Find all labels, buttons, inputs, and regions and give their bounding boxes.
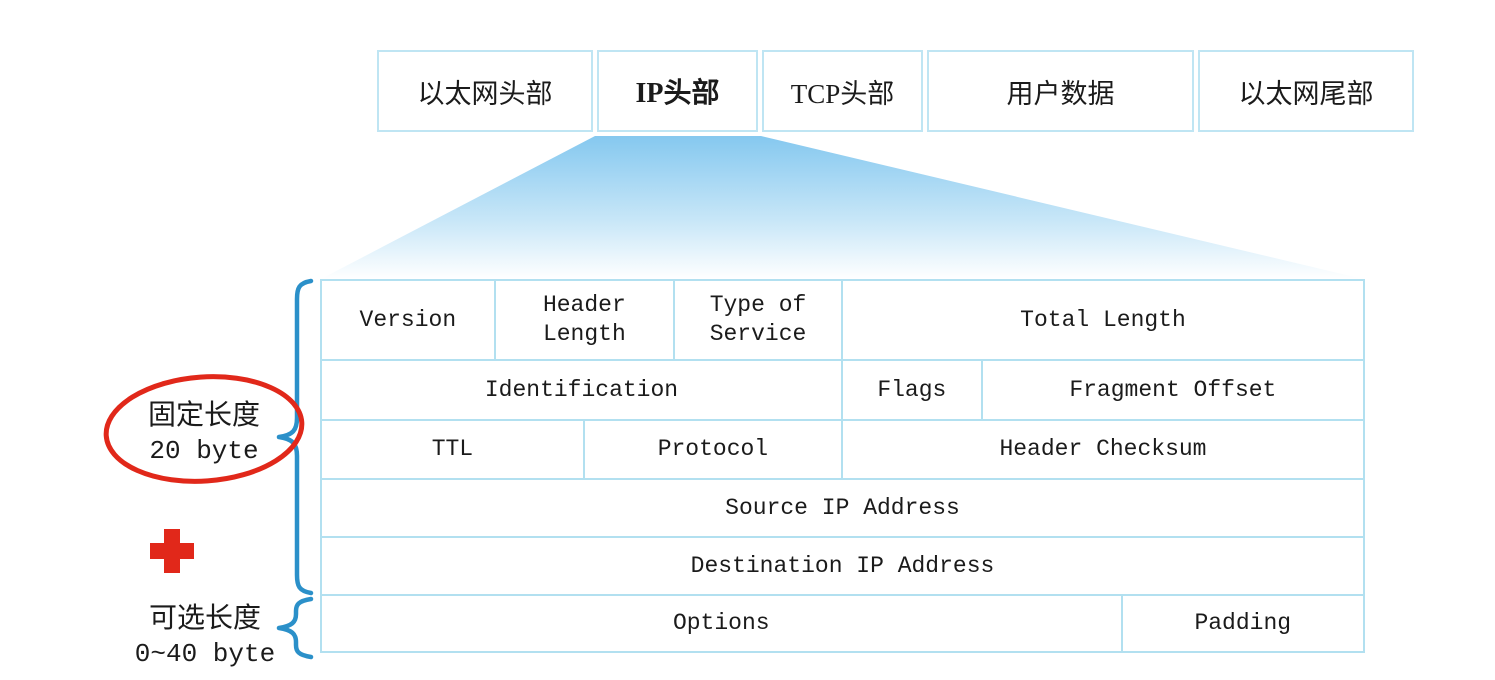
table-row: Identification Flags Fragment Offset bbox=[322, 361, 1365, 421]
field-source-ip-address: Source IP Address bbox=[322, 480, 1365, 538]
field-header-length: Header Length bbox=[495, 281, 676, 361]
fixed-length-value: 20 byte bbox=[149, 436, 259, 466]
table-row: Version Header Length Type of Service To… bbox=[322, 281, 1365, 361]
optional-length-label: 可选长度 bbox=[148, 603, 261, 634]
field-version: Version bbox=[322, 281, 496, 361]
frame-cell-ip-header: IP头部 bbox=[597, 50, 758, 132]
field-protocol: Protocol bbox=[584, 421, 843, 480]
zoom-funnel-shape bbox=[321, 136, 1363, 279]
frame-cell-tcp-header: TCP头部 bbox=[762, 50, 923, 132]
field-fragment-offset: Fragment Offset bbox=[982, 361, 1365, 421]
curly-brace-fixed-icon bbox=[276, 278, 314, 596]
field-total-length: Total Length bbox=[842, 281, 1365, 361]
frame-cell-ethernet-header: 以太网头部 bbox=[377, 50, 593, 132]
field-ttl: TTL bbox=[322, 421, 585, 480]
table-row: Options Padding bbox=[322, 596, 1365, 653]
field-header-checksum: Header Checksum bbox=[842, 421, 1365, 480]
fixed-length-annotation: 固定长度 20 byte bbox=[126, 399, 282, 467]
field-destination-ip-address: Destination IP Address bbox=[322, 538, 1365, 596]
frame-cell-user-data: 用户数据 bbox=[927, 50, 1194, 132]
field-type-of-service: Type of Service bbox=[675, 281, 843, 361]
frame-cell-ethernet-trailer: 以太网尾部 bbox=[1198, 50, 1414, 132]
hand-drawn-circle-icon bbox=[103, 374, 305, 484]
plus-icon bbox=[150, 529, 194, 573]
fixed-length-label: 固定长度 bbox=[147, 400, 260, 431]
field-options: Options bbox=[322, 596, 1123, 653]
table-row: TTL Protocol Header Checksum bbox=[322, 421, 1365, 480]
table-row: Source IP Address bbox=[322, 480, 1365, 538]
field-identification: Identification bbox=[322, 361, 843, 421]
optional-length-annotation: 可选长度 0~40 byte bbox=[124, 602, 286, 670]
field-flags: Flags bbox=[842, 361, 983, 421]
field-padding: Padding bbox=[1122, 596, 1365, 653]
ethernet-frame-row: 以太网头部 IP头部 TCP头部 用户数据 以太网尾部 bbox=[377, 50, 1414, 132]
curly-brace-optional-icon bbox=[276, 596, 314, 660]
ip-header-table: Version Header Length Type of Service To… bbox=[320, 279, 1365, 653]
table-row: Destination IP Address bbox=[322, 538, 1365, 596]
optional-length-value: 0~40 byte bbox=[134, 639, 276, 669]
